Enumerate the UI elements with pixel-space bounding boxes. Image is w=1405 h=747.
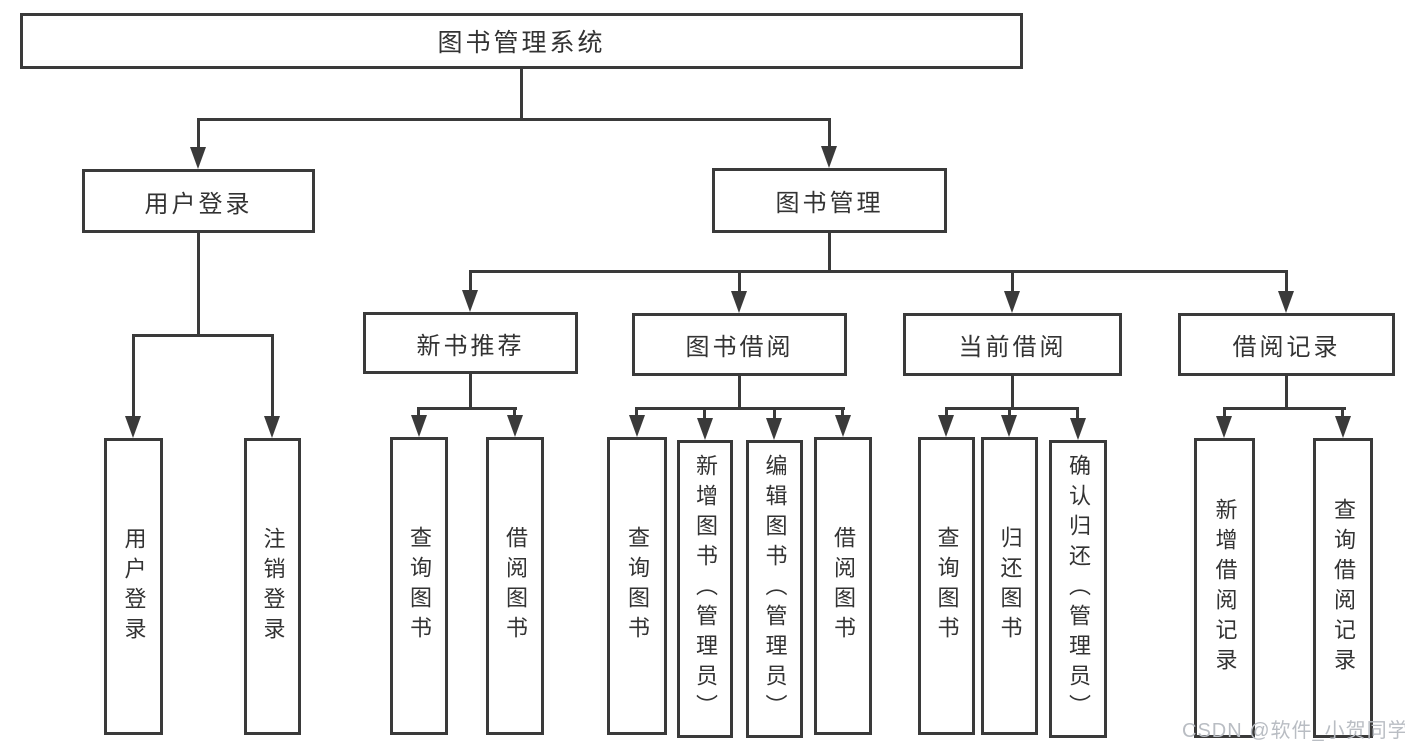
root-bus-line [197,118,831,121]
drop-line [1285,273,1288,292]
new-book-bus-line [417,407,517,410]
arrow-down-icon [462,290,478,312]
watermark-text: CSDN @软件_小贺同学 [1182,720,1405,742]
arrow-down-icon [1216,416,1232,438]
node-label: 新增借阅记录 [1212,498,1238,678]
drop-line [132,337,135,417]
user-login-bus-line [132,334,274,337]
leaf-nbr-query-book: 查询图书 [390,437,448,735]
drop-line [417,410,420,417]
arrow-down-icon [697,418,713,440]
arrow-down-icon [1070,418,1086,440]
node-label: 用户登录 [144,190,253,218]
drop-line [828,121,831,147]
node-label: 图书借阅 [685,334,794,361]
root-stem-line [520,69,523,119]
node-label: 查询借阅记录 [1331,498,1356,678]
borrow-record-stem-line [1285,376,1288,409]
node-label: 用户登录 [121,526,147,647]
drop-line [1011,273,1014,292]
leaf-bb-query-book: 查询图书 [607,437,667,735]
arrow-down-icon [1004,291,1020,313]
leaf-logout: 注销登录 [244,438,301,735]
book-management-stem-line [828,233,831,272]
drop-line [738,273,741,292]
arrow-down-icon [411,415,427,437]
node-label: 确认归还（管理员） [1066,454,1091,724]
node-book-management: 图书管理 [712,168,947,233]
drop-line [1223,410,1226,418]
node-label: 借阅图书 [503,526,528,646]
node-label: 借阅记录 [1232,334,1341,361]
node-label: 图书管理系统 [437,29,606,57]
current-borrow-stem-line [1011,376,1014,409]
node-label: 归还图书 [997,526,1023,646]
drop-line [1341,410,1344,418]
node-label: 新书推荐 [416,332,525,360]
arrow-down-icon [835,415,851,437]
node-new-book-recommendation: 新书推荐 [363,312,578,374]
arrow-down-icon [125,416,141,438]
arrow-down-icon [731,291,747,313]
node-label: 借阅图书 [831,526,856,646]
drop-line [1008,410,1011,417]
arrow-down-icon [938,415,954,437]
leaf-bb-borrow-book: 借阅图书 [814,437,872,735]
node-book-borrowing: 图书借阅 [632,313,847,376]
book-borrow-bus-line [635,407,845,410]
node-label: 当前借阅 [958,334,1067,361]
leaf-nbr-borrow-book: 借阅图书 [486,437,544,735]
drop-line [513,410,516,417]
arrow-down-icon [1335,416,1351,438]
user-login-stem-line [197,233,200,336]
node-label: 新增图书（管理员） [693,454,718,724]
node-label: 图书管理 [775,190,884,217]
drop-line [773,410,776,420]
leaf-user-login: 用户登录 [104,438,163,735]
borrow-record-bus-line [1223,407,1346,410]
leaf-br-query-record: 查询借阅记录 [1313,438,1373,738]
drop-line [635,410,638,417]
drop-line [197,121,200,148]
node-label: 查询图书 [934,526,960,646]
node-current-borrowing: 当前借阅 [903,313,1122,376]
leaf-cb-return-book: 归还图书 [981,437,1038,735]
node-borrowing-records: 借阅记录 [1178,313,1395,376]
leaf-bb-add-book-admin: 新增图书（管理员） [677,440,733,738]
arrow-down-icon [264,416,280,438]
drop-line [271,337,274,417]
drop-line [945,410,948,417]
new-book-stem-line [469,374,472,409]
arrow-down-icon [766,418,782,440]
arrow-down-icon [821,146,837,168]
node-system-root: 图书管理系统 [20,13,1023,69]
node-label: 注销登录 [260,526,286,647]
arrow-down-icon [1278,291,1294,313]
current-borrow-bus-line [945,407,1079,410]
node-label: 编辑图书（管理员） [762,454,788,724]
arrow-down-icon [190,147,206,169]
arrow-down-icon [1001,415,1017,437]
drop-line [469,273,472,291]
drop-line [1076,410,1079,420]
book-borrow-stem-line [738,376,741,409]
arrow-down-icon [629,415,645,437]
drop-line [841,410,844,417]
drop-line [703,410,706,420]
leaf-cb-query-book: 查询图书 [918,437,975,735]
node-label: 查询图书 [407,526,432,646]
leaf-cb-confirm-return-admin: 确认归还（管理员） [1049,440,1107,738]
node-label: 查询图书 [625,526,650,646]
leaf-br-add-record: 新增借阅记录 [1194,438,1255,738]
node-user-login: 用户登录 [82,169,315,233]
arrow-down-icon [507,415,523,437]
book-management-bus-line [469,270,1288,273]
leaf-bb-edit-book-admin: 编辑图书（管理员） [746,440,803,738]
